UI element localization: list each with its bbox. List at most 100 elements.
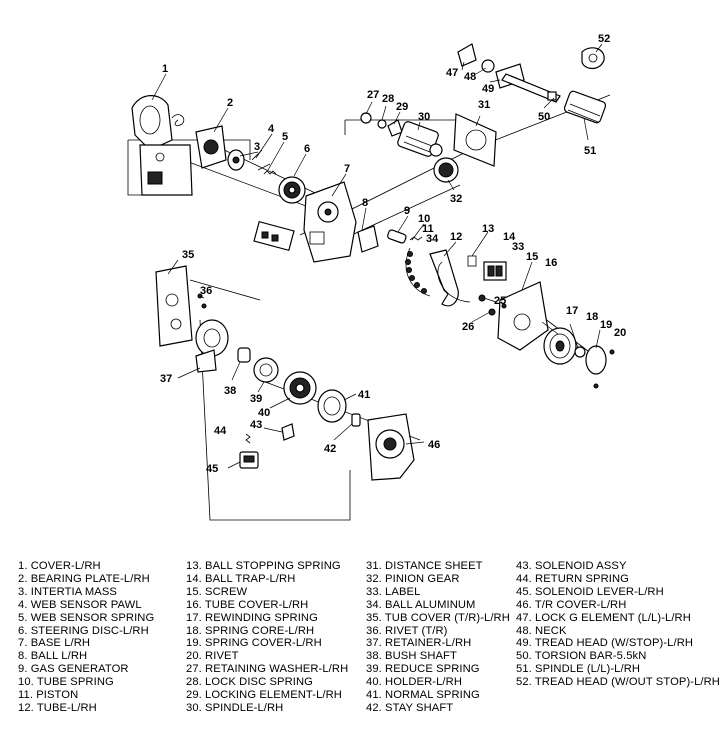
legend-item: 7. BASE L/RH bbox=[18, 637, 91, 650]
part-ball-trap bbox=[467, 255, 507, 281]
part-tube-cover bbox=[497, 281, 549, 351]
callout-32: 32 bbox=[450, 193, 462, 205]
legend-item: 9. GAS GENERATOR bbox=[18, 663, 129, 676]
callout-7: 7 bbox=[344, 163, 350, 175]
legend-item: 15. SCREW bbox=[186, 585, 248, 598]
legend-item: 44. RETURN SPRING bbox=[516, 572, 629, 585]
callout-46: 46 bbox=[428, 439, 440, 451]
legend-item: 51. SPINDLE (L/L)-L/RH bbox=[516, 663, 641, 676]
legend-item: 36. RIVET (T/R) bbox=[366, 624, 448, 637]
part-housing-left bbox=[139, 144, 193, 196]
callout-18: 18 bbox=[586, 311, 598, 323]
legend-item: 13. BALL STOPPING SPRING bbox=[186, 560, 341, 572]
legend-item: 43. SOLENOID ASSY bbox=[516, 560, 627, 572]
legend-item: 31. DISTANCE SHEET bbox=[366, 560, 483, 572]
part-spring-cover bbox=[574, 345, 615, 389]
callout-43: 43 bbox=[250, 419, 262, 431]
legend-item: 42. STAY SHAFT bbox=[366, 701, 454, 714]
callout-47: 47 bbox=[446, 67, 458, 79]
legend-column-3: 31. DISTANCE SHEET 32. PINION GEAR 33. L… bbox=[366, 560, 510, 715]
part-holder bbox=[283, 371, 317, 405]
part-spindle bbox=[397, 121, 443, 157]
legend-item: 45. SOLENOID LEVER-L/RH bbox=[516, 585, 664, 598]
legend-item: 20. RIVET bbox=[186, 650, 239, 663]
callout-50: 50 bbox=[538, 111, 550, 123]
callout-33: 33 bbox=[512, 241, 524, 253]
part-pinion-gear bbox=[433, 157, 459, 183]
callout-25: 25 bbox=[494, 295, 506, 307]
callout-35: 35 bbox=[182, 249, 194, 261]
callout-19: 19 bbox=[600, 319, 612, 331]
legend-item: 37. RETAINER-L/RH bbox=[366, 637, 472, 650]
legend-item: 49. TREAD HEAD (W/STOP)-L/RH bbox=[516, 637, 694, 650]
exploded-parts-diagram: 1 2 3 4 5 6 7 8 9 10 11 34 12 13 14 33 1… bbox=[127, 33, 626, 521]
legend-item: 10. TUBE SPRING bbox=[18, 676, 114, 689]
callout-37: 37 bbox=[160, 373, 172, 385]
legend-item: 6. STEERING DISC-L/RH bbox=[18, 624, 149, 637]
legend-item: 8. BALL L/RH bbox=[18, 650, 88, 663]
legend-item: 1. COVER-L/RH bbox=[18, 560, 101, 572]
callout-16: 16 bbox=[545, 257, 557, 269]
callout-44: 44 bbox=[214, 425, 227, 437]
legend-item: 46. T/R COVER-L/RH bbox=[516, 598, 627, 611]
part-steering-disc bbox=[278, 176, 306, 204]
callout-8: 8 bbox=[362, 197, 368, 209]
callout-51: 51 bbox=[584, 145, 596, 157]
part-torsion-bar-assembly bbox=[457, 43, 607, 124]
callout-40: 40 bbox=[258, 407, 270, 419]
callout-20: 20 bbox=[614, 327, 626, 339]
legend-item: 2. BEARING PLATE-L/RH bbox=[18, 572, 150, 585]
legend-item: 17. REWINDING SPRING bbox=[186, 611, 318, 624]
legend-column-1: 1. COVER-L/RH 2. BEARING PLATE-L/RH 3. I… bbox=[18, 560, 154, 715]
legend-item: 32. PINION GEAR bbox=[366, 572, 460, 585]
callout-30: 30 bbox=[418, 111, 430, 123]
legend-item: 33. LABEL bbox=[366, 585, 421, 598]
part-gas-generator bbox=[357, 225, 423, 253]
callout-10: 10 bbox=[418, 213, 430, 225]
callout-41: 41 bbox=[358, 389, 370, 401]
callout-34: 34 bbox=[426, 233, 439, 245]
legend-item: 39. REDUCE SPRING bbox=[366, 663, 480, 676]
callout-36: 36 bbox=[200, 285, 212, 297]
leader-lines bbox=[151, 43, 603, 469]
legend-item: 30. SPINDLE-L/RH bbox=[186, 701, 284, 714]
callout-13: 13 bbox=[482, 223, 494, 235]
legend-item: 29. LOCKING ELEMENT-L/RH bbox=[186, 689, 342, 702]
callout-48: 48 bbox=[464, 71, 476, 83]
legend-item: 16. TUBE COVER-L/RH bbox=[186, 598, 309, 611]
legend-item: 35. TUB COVER (T/R)-L/RH bbox=[366, 611, 510, 624]
callout-1: 1 bbox=[162, 63, 168, 75]
part-bearing-plate bbox=[171, 114, 227, 169]
callout-14: 14 bbox=[503, 231, 516, 243]
part-rewinding-spring bbox=[543, 327, 577, 365]
parts-legend: 1. COVER-L/RH 2. BEARING PLATE-L/RH 3. I… bbox=[0, 560, 720, 748]
legend-item: 34. BALL ALUMINUM bbox=[366, 598, 476, 611]
callout-29: 29 bbox=[396, 101, 408, 113]
legend-item: 48. NECK bbox=[516, 624, 567, 637]
legend-item: 40. HOLDER-L/RH bbox=[366, 676, 462, 689]
callout-49: 49 bbox=[482, 83, 494, 95]
legend-item: 4. WEB SENSOR PAWL bbox=[18, 598, 142, 611]
callout-labels: 1 2 3 4 5 6 7 8 9 10 11 34 12 13 14 33 1… bbox=[160, 33, 626, 475]
part-base bbox=[253, 181, 357, 263]
legend-item: 27. RETAINING WASHER-L/RH bbox=[186, 663, 349, 676]
legend-item: 47. LOCK G ELEMENT (L/L)-L/RH bbox=[516, 611, 691, 624]
part-inertia-mass bbox=[227, 149, 245, 171]
part-lock-elements bbox=[360, 112, 403, 137]
part-solenoid bbox=[239, 423, 295, 469]
part-tub-cover bbox=[155, 265, 207, 347]
legend-item: 18. SPRING CORE-L/RH bbox=[186, 624, 315, 637]
legend-item: 14. BALL TRAP-L/RH bbox=[186, 572, 296, 585]
part-cover bbox=[131, 95, 173, 151]
part-stay-shaft bbox=[351, 413, 361, 427]
legend-column-4: 43. SOLENOID ASSY 44. RETURN SPRING 45. … bbox=[516, 560, 720, 689]
callout-4: 4 bbox=[268, 123, 275, 135]
part-normal-spring bbox=[317, 389, 347, 423]
part-tr-cover bbox=[367, 413, 415, 481]
legend-item: 52. TREAD HEAD (W/OUT STOP)-L/RH bbox=[516, 676, 720, 689]
part-retainer bbox=[195, 319, 229, 373]
callout-42: 42 bbox=[324, 443, 336, 455]
callout-38: 38 bbox=[224, 385, 236, 397]
callout-11: 11 bbox=[422, 223, 434, 235]
callout-2: 2 bbox=[227, 97, 233, 109]
